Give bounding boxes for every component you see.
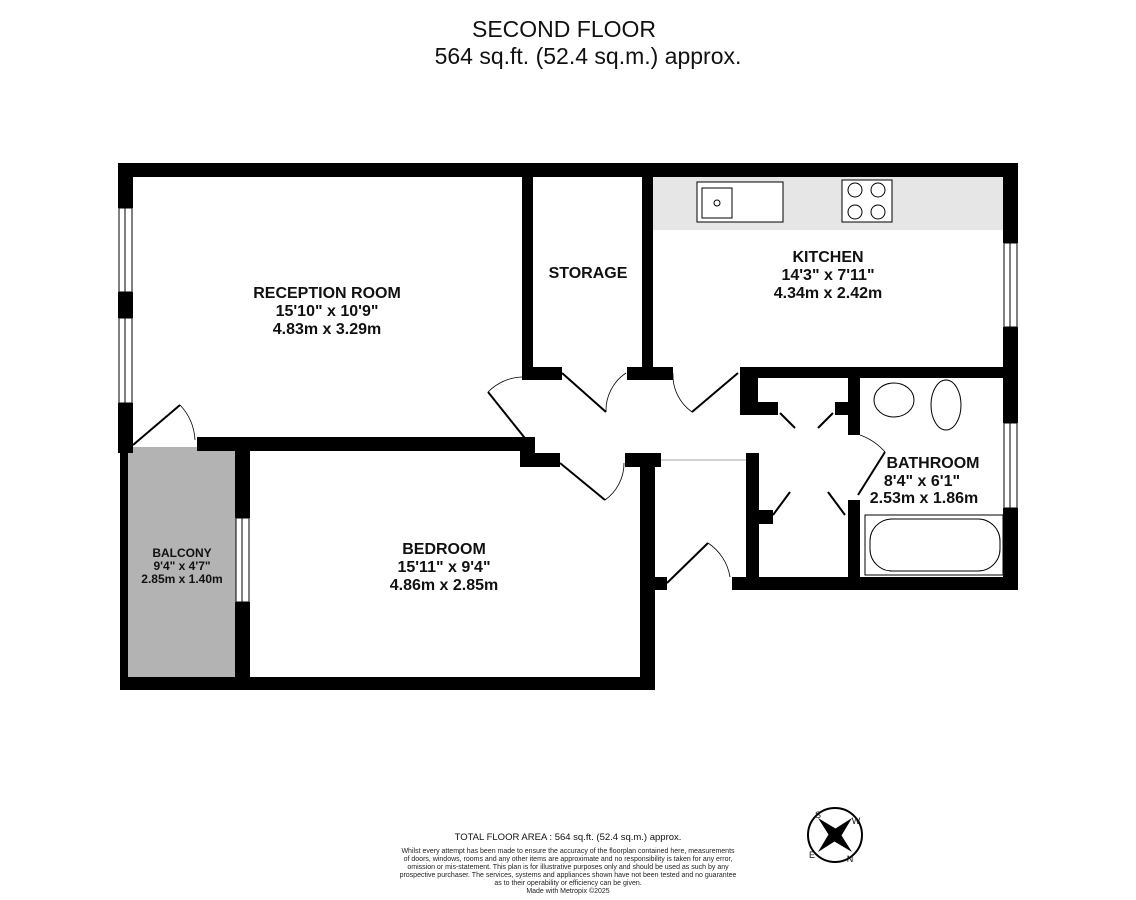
disclaimer-line: as to their operability or efficiency ca…	[494, 880, 641, 887]
room-storage: STORAGE	[549, 265, 628, 282]
room-reception: RECEPTION ROOM 15'10" x 10'9" 4.83m x 3.…	[253, 285, 401, 338]
credit: Made with Metropix ©2025	[526, 887, 609, 895]
doors	[132, 372, 886, 584]
floor-area: 564 sq.ft. (52.4 sq.m.) approx.	[435, 43, 742, 69]
svg-text:2.85m x 1.40m: 2.85m x 1.40m	[141, 572, 222, 586]
total-floor-area: TOTAL FLOOR AREA : 564 sq.ft. (52.4 sq.m…	[455, 832, 682, 843]
svg-text:9'4" x 4'7": 9'4" x 4'7"	[153, 559, 210, 573]
floor-title: SECOND FLOOR	[472, 16, 656, 42]
svg-text:4.86m x 2.85m: 4.86m x 2.85m	[390, 577, 499, 594]
svg-text:8'4" x 6'1": 8'4" x 6'1"	[884, 473, 960, 490]
svg-text:4.34m x 2.42m: 4.34m x 2.42m	[774, 285, 883, 302]
balcony-fill	[126, 447, 238, 682]
room-bedroom: BEDROOM 15'11" x 9'4" 4.86m x 2.85m	[390, 541, 499, 594]
fixtures	[696, 179, 1004, 576]
svg-text:BEDROOM: BEDROOM	[402, 541, 486, 558]
disclaimer-line: Whilst every attempt has been made to en…	[401, 848, 735, 855]
svg-text:14'3" x 7'11": 14'3" x 7'11"	[781, 267, 874, 284]
svg-text:RECEPTION ROOM: RECEPTION ROOM	[253, 285, 401, 302]
disclaimer-line: omission or mis-statement. This plan is …	[407, 864, 729, 871]
room-kitchen: KITCHEN 14'3" x 7'11" 4.34m x 2.42m	[774, 249, 883, 302]
room-bathroom: BATHROOM 8'4" x 6'1" 2.53m x 1.86m	[870, 455, 980, 507]
svg-text:KITCHEN: KITCHEN	[792, 249, 863, 266]
hob-icon	[841, 179, 893, 223]
svg-text:15'11" x 9'4": 15'11" x 9'4"	[397, 559, 490, 576]
basin-icon	[873, 382, 915, 418]
disclaimer-line: of doors, windows, rooms and any other i…	[404, 856, 733, 863]
svg-text:15'10" x 10'9": 15'10" x 10'9"	[276, 303, 379, 320]
svg-text:BALCONY: BALCONY	[152, 546, 211, 560]
svg-text:BATHROOM: BATHROOM	[886, 455, 979, 472]
toilet-icon	[930, 379, 962, 431]
disclaimer-line: prospective purchaser. The services, sys…	[400, 872, 737, 879]
svg-text:4.83m x 3.29m: 4.83m x 3.29m	[273, 321, 382, 338]
svg-text:S: S	[815, 810, 821, 820]
svg-text:2.53m x 1.86m: 2.53m x 1.86m	[870, 490, 979, 507]
windows	[118, 207, 1018, 603]
compass-icon: S W N E	[807, 807, 863, 864]
svg-text:W: W	[852, 816, 861, 826]
svg-text:E: E	[809, 850, 815, 860]
room-balcony: BALCONY 9'4" x 4'7" 2.85m x 1.40m	[141, 546, 222, 586]
walls	[118, 163, 1018, 690]
svg-text:N: N	[847, 854, 854, 864]
